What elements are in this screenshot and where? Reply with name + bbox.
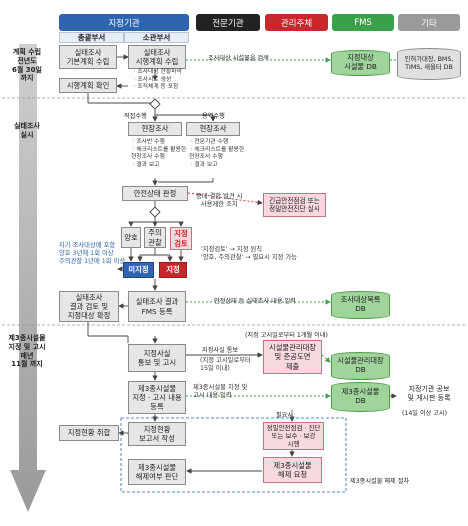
header-expert: 전문기관 <box>196 14 260 31</box>
emergency-box: 긴급안전점검 또는 정밀안전진단 실시 <box>263 193 326 217</box>
header-management: 관리주체 <box>265 14 328 31</box>
field-survey-outsource-bullets: ㆍ전문기관 수행 ㆍ체크리스트를 활용한 현장조사 수행 ㆍ결과 보고 <box>189 139 245 168</box>
good-box: 양호 <box>121 227 141 248</box>
target-db: 지정대상 시설물 DB <box>331 50 390 76</box>
gazette-days-label: (14일 이상 고시) <box>402 410 448 417</box>
emergency-note: 중대 결함 발견 시 사용제한 조치 <box>196 193 243 209</box>
cancel-proc-label: 제3종시설물 해제 절차 <box>350 478 410 485</box>
designated-box: 지정 <box>159 262 187 278</box>
survey-db: 조사대상목록 DB <box>331 291 390 319</box>
header-general-dept: 총괄부서 <box>59 32 124 43</box>
designate-review-box: 지정 검토 <box>170 227 192 250</box>
next-target-note: 차기 조사대상에 포함 양호 3년에 1회 이상 주의관찰 1년에 1회 이상 <box>59 242 126 266</box>
designated-db: 제3종시설물 DB <box>331 382 390 412</box>
plan-confirm-box: 시행계획 확인 <box>59 78 117 93</box>
field-survey-outsource: 현장조사 <box>186 122 240 136</box>
fms-register-box: 실태조사 결과 FMS 등록 <box>128 291 186 322</box>
notify-box: 지정사실 통보 및 고시 <box>128 344 186 372</box>
ledger-submit-box: 시설물관리대장 및 준공도면 제출 <box>263 340 322 374</box>
ledger-db: 시설물관리대장 DB <box>331 352 390 380</box>
notify-deadline-label: (지정 고시일로부터 1개월 이내) <box>245 332 328 339</box>
cancel-request-box: 제3종시설물 해제 요청 <box>263 457 322 483</box>
target-search-label: 조사대상 시설물을 검색 <box>208 55 269 62</box>
phase-survey: 실태조사 실시 <box>14 122 40 139</box>
header-designated: 지정기관 <box>59 14 189 31</box>
precise-check-box: 정밀안전점검ㆍ진단 또는 보수ㆍ보강 시행 <box>263 422 324 450</box>
review-box: 실태조사 결과 검토 및 지정대상 확정 <box>59 291 119 322</box>
basic-plan-box: 실태조사 기본계획 수립 <box>59 45 117 69</box>
phase-designate: 제3종시설물 지정 및 고시 매년 11월 까지 <box>8 334 46 369</box>
undesignated-box: 미지정 <box>123 262 154 278</box>
header-fms: FMS <box>332 14 394 31</box>
header-other: 기타 <box>398 14 460 31</box>
notify-fact-label: 지정사실 통보 <box>202 347 239 354</box>
status-summary-box: 지정현황 취합 <box>59 425 119 441</box>
gazette-box: 지정기관 공보 및 게시판 등록 <box>397 382 461 406</box>
status-report-box: 지정현황 보고서 작성 <box>128 422 186 446</box>
notify-days-label: (지정 고시일로부터 15일 이내) <box>200 357 251 373</box>
outsource-label: 용역수행 <box>202 113 225 120</box>
survey-input-label: 안전상태 등 실태조사 내용 입력 <box>214 298 296 305</box>
register-input-label: 제3종시설물 지정 및 고시 내용 입력 <box>193 384 248 400</box>
judge-note: '지정검토' → 지정 원칙 '양호, 주의관찰' → 필요시 지정 가능 <box>201 246 298 262</box>
field-survey-direct: 현장조사 <box>128 122 182 136</box>
field-survey-direct-bullets: ㆍ조사반 수행 ㆍ체크리스트를 활용한 현장조사 수행 ㆍ결과 보고 <box>131 139 187 168</box>
direct-label: 직접수행 <box>124 113 147 120</box>
phase-plan: 계획 수립 전년도 6월 30일 까지 <box>12 48 42 83</box>
if-needed-label: 필요시 <box>276 412 294 419</box>
infra-db: 인허가대장, BMS, TIMS, 새올터 DB <box>397 48 461 80</box>
register3-box: 제3종시설물 지정ㆍ고시 내용 등록 <box>128 381 186 414</box>
caution-box: 주의 관찰 <box>144 227 166 248</box>
exec-plan-box: 실태조사 시행계획 수립 <box>128 45 186 69</box>
safety-judge-box: 안전상태 판정 <box>122 186 188 201</box>
exec-plan-bullets: ㆍ조사대상 현황파악 ㆍ조사시트 생성 ㆍ조직체계 등 포함 <box>132 69 182 91</box>
header-jurisdiction-dept: 소관부서 <box>124 32 189 43</box>
cancel-judge-box: 제3종시설물 해제여부 판단 <box>128 459 186 485</box>
